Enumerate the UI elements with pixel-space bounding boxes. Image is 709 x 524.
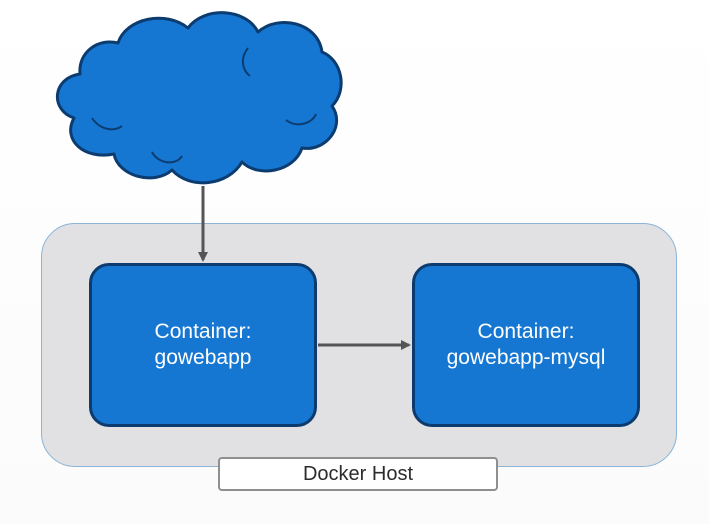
- cloud-icon: [56, 11, 343, 185]
- container-mysql-name: gowebapp-mysql: [446, 346, 606, 369]
- container-gowebapp-name: gowebapp: [154, 346, 252, 369]
- docker-host-label-text: Docker Host: [302, 462, 414, 485]
- container-gowebapp-mysql: Container: gowebapp-mysql: [412, 263, 640, 427]
- docker-host-label: Docker Host: [218, 457, 498, 491]
- container-gowebapp-title: Container:: [154, 319, 252, 343]
- container-gowebapp: Container: gowebapp: [89, 263, 317, 427]
- container-mysql-title: Container:: [477, 319, 575, 343]
